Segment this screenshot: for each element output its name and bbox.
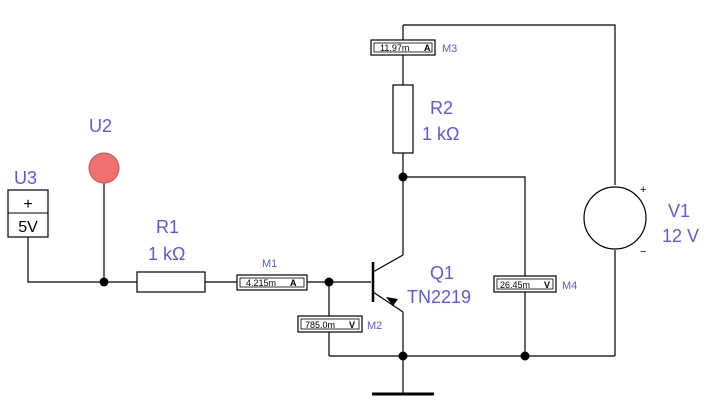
m4-voltmeter[interactable]: 26.45m V [493,275,557,293]
m4-label: M4 [562,280,577,292]
junction-dot [520,351,530,361]
q1-transistor[interactable] [371,254,404,313]
u3-plus-sign: + [23,196,32,213]
r1-label: R1 [156,217,179,237]
m2-unit: V [349,320,355,330]
v1-plus-sign: + [640,184,646,196]
wire-collector-m4 [403,176,526,276]
m3-label: M3 [442,43,457,55]
r1-value: 1 kΩ [148,244,185,264]
junction-dot [324,277,334,287]
m3-reading: 11.97m [380,43,409,53]
wires [27,24,616,393]
m2-reading: 785.0m [305,320,335,330]
u2-label: U2 [89,116,112,136]
q1-model: TN2219 [407,287,471,307]
junction-dot [99,277,109,287]
r2-resistor[interactable] [392,84,414,154]
v1-source[interactable] [583,186,647,250]
junction-dot [398,351,408,361]
wire-top-rail [403,24,616,185]
m1-unit: A [290,278,297,288]
m1-reading: 4.215m [246,278,276,288]
r2-value: 1 kΩ [422,124,459,144]
r1-resistor[interactable] [136,271,206,293]
m1-label: M1 [262,258,277,270]
wire-u3-to-node [27,237,104,283]
m3-ammeter[interactable]: 11.97m A [370,39,436,56]
r2-label: R2 [430,98,453,118]
m4-unit: V [544,280,550,290]
u3-value: 5V [18,219,38,236]
v1-minus-sign: − [640,246,646,258]
m1-ammeter[interactable]: 4.215m A [236,274,308,291]
m3-unit: A [424,43,431,53]
u3-source[interactable]: + 5V [7,189,49,238]
u3-label: U3 [14,168,37,188]
v1-value: 12 V [662,226,699,246]
emitter-arrow-icon [386,297,398,306]
m2-label: M2 [367,320,382,332]
m2-voltmeter[interactable]: 785.0m V [297,315,363,333]
q1-label: Q1 [430,263,454,283]
junctions [99,172,530,361]
v1-label: V1 [668,201,690,221]
u2-probe-lamp[interactable] [88,152,120,184]
junction-dot [398,172,408,182]
m4-reading: 26.45m [500,280,530,290]
